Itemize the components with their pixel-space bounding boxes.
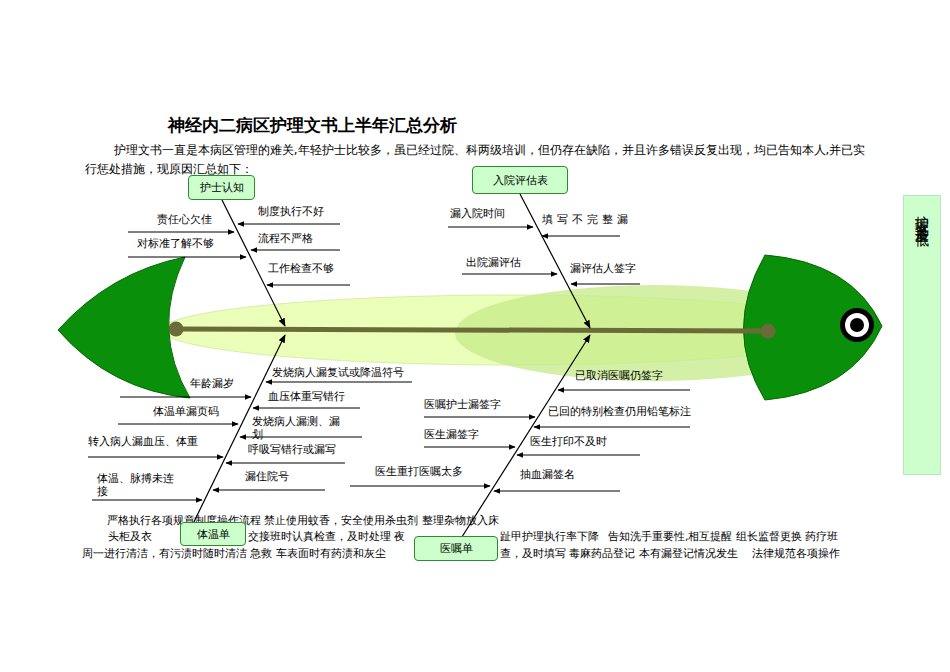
cause-label: 发烧病人漏复试或降温符号 (272, 366, 404, 379)
measure-note: 法律规范各项操作 (752, 547, 840, 560)
cause-label: 呼吸写错行或漏写 (248, 443, 336, 456)
cause-arrows (88, 224, 690, 500)
effect-box: 护理文书质量低 (903, 195, 941, 475)
cause-label: 医嘱护士漏签字 (424, 398, 501, 411)
cause-label: 已取消医嘱仍签字 (575, 369, 663, 382)
main-bones (190, 194, 590, 540)
measure-note: 交接班时认真检查，及时处理 夜 (248, 530, 406, 543)
cause-label: 发烧病人漏测、漏划 (252, 415, 344, 441)
cause-label: 制度执行不好 (258, 205, 324, 218)
cause-label: 转入病人漏血压、体重 (88, 435, 198, 448)
cause-label: 抽血漏签名 (520, 468, 575, 481)
fish-tail (58, 257, 190, 398)
measure-note: 趾甲护理执行率下降 (500, 530, 599, 543)
category-box: 体温单 (180, 522, 246, 546)
measure-note: 头柜及衣 (108, 530, 152, 543)
category-text: 医嘱单 (440, 541, 473, 556)
cause-label: 体温、脉搏未连接 (97, 472, 182, 498)
measure-note: 告知洗手重要性,相互提醒 组长监督更换 药疗班 (608, 530, 839, 543)
measure-note: 周一进行清洁，有污渍时随时清洁 急救 车表面时有药渍和灰尘 (82, 547, 386, 560)
cause-label: 已回的特别检查仍用铅笔标注 (548, 405, 691, 418)
effect-text: 护理文书质量低 (913, 204, 931, 225)
spine-end (169, 322, 184, 337)
fish-head (744, 255, 883, 400)
category-box: 入院评估表 (472, 166, 568, 194)
cause-label: 年龄漏岁 (190, 377, 234, 390)
category-text: 体温单 (197, 527, 230, 542)
cause-label: 医生重打医嘱太多 (375, 465, 463, 478)
measure-note: 查，及时填写 毒麻药品登记 本有漏登记情况发生 (500, 547, 738, 560)
cause-label: 责任心欠佳 (157, 213, 212, 226)
category-box: 护士认知 (188, 175, 255, 200)
cause-label: 流程不严格 (258, 232, 313, 245)
measure-note: 严格执行各项规章制度操作流程 禁止使用蚊香，安全使用杀虫剂 整理杂物放入床 (107, 514, 499, 527)
cause-label: 填写不完整漏 (542, 213, 632, 226)
spine-end (761, 324, 776, 339)
cause-label: 漏住院号 (245, 470, 289, 483)
category-text: 护士认知 (200, 180, 244, 195)
category-text: 入院评估表 (493, 173, 548, 188)
cause-label: 医生漏签字 (424, 428, 479, 441)
cause-label: 体温单漏页码 (153, 405, 219, 418)
fish-spine (176, 329, 768, 331)
cause-label: 漏入院时间 (450, 207, 505, 220)
cause-label: 出院漏评估 (466, 256, 521, 269)
cause-label: 血压体重写错行 (268, 390, 345, 403)
cause-label: 漏评估人签字 (570, 262, 636, 275)
category-box: 医嘱单 (414, 536, 498, 561)
fish-eye-pupil (850, 318, 864, 332)
fish-eye-ring (845, 313, 869, 337)
cause-label: 对标准了解不够 (137, 237, 214, 250)
page-title: 神经内二病区护理文书上半年汇总分析 (168, 114, 457, 137)
cause-label: 医生打印不及时 (530, 435, 607, 448)
cause-label: 工作检查不够 (268, 262, 334, 275)
fish-eye (840, 308, 874, 342)
